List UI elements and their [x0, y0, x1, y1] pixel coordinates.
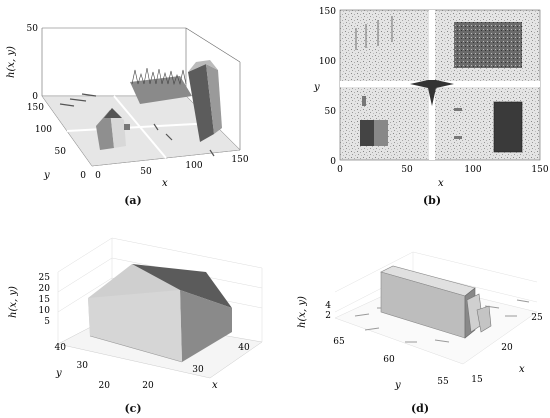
z-tick-label: 5 [44, 317, 50, 327]
y-tick-label: 50 [55, 147, 67, 157]
panel-d-z-ticks: 4 2 [325, 301, 331, 321]
panel-d-y-ticks: 65 60 55 [333, 337, 449, 387]
panel-d-xlabel: x [519, 364, 525, 375]
x-tick-label: 100 [185, 161, 202, 171]
y-tick-label: 150 [27, 103, 44, 113]
panel-c-x-ticks: 20 30 40 [142, 343, 250, 391]
y-tick-label: 0 [80, 171, 86, 181]
y-tick-label: 100 [319, 57, 336, 67]
x-tick-label: 100 [464, 165, 481, 175]
y-tick-label: 100 [35, 125, 52, 135]
panel-b-caption: (b) [422, 194, 442, 207]
panel-c-xlabel: x [212, 380, 218, 391]
panel-c-y-ticks: 40 30 20 [55, 343, 111, 391]
panel-b-ylabel: y [313, 82, 320, 93]
y-tick-label: 60 [383, 355, 395, 365]
z-tick-label: 2 [325, 311, 331, 321]
x-tick-label: 50 [401, 165, 413, 175]
y-tick-label: 55 [437, 377, 449, 387]
panel-a-caption: (a) [124, 194, 142, 207]
panel-d-building [380, 265, 492, 339]
panel-c-plot: 25 20 15 10 5 h(x, y) 40 30 20 y 20 30 4… [8, 237, 263, 391]
panel-d-plot: 4 2 h(x, y) 65 60 55 y 25 20 15 x [297, 251, 543, 391]
panel-a-zlabel: h(x, y) [6, 46, 17, 78]
panel-d-ylabel: y [394, 380, 401, 391]
panel-b-tower [493, 101, 523, 153]
panel-b-crossing [410, 80, 454, 106]
panel-a-y-ticks: 150 100 50 0 [27, 103, 86, 181]
z-tick-label: 25 [39, 273, 51, 283]
panel-b-xlabel: x [438, 178, 444, 189]
x-tick-label: 30 [192, 365, 204, 375]
panel-a-x-ticks: 0 50 100 150 [95, 155, 249, 181]
x-tick-label: 40 [238, 343, 250, 353]
z-tick-label: 4 [325, 301, 331, 311]
panel-b-x-ticks: 0 50 100 150 [337, 165, 549, 175]
panel-a-xlabel: x [162, 178, 168, 189]
panel-d-zlabel: h(x, y) [297, 296, 308, 328]
z-tick-label: 20 [39, 284, 51, 294]
panel-b-marks [355, 16, 393, 50]
panel-c-caption: (c) [124, 402, 142, 415]
panel-a-ylabel: y [43, 170, 50, 181]
x-tick-label: 50 [140, 167, 152, 177]
y-tick-label: 150 [319, 7, 336, 17]
panel-a-grass [130, 67, 192, 104]
z-tick-label: 10 [39, 306, 51, 316]
x-tick-label: 150 [231, 155, 248, 165]
panel-c-zlabel: h(x, y) [8, 286, 19, 318]
panel-a-objects [59, 93, 215, 157]
panel-a-plot: 0 50 h(x, y) 150 100 50 0 y 0 50 100 150… [6, 24, 249, 189]
y-tick-label: 50 [325, 107, 337, 117]
panel-c-house [88, 264, 232, 363]
z-tick-label: 0 [32, 92, 38, 102]
panel-b-y-ticks: 150 100 50 0 [319, 7, 336, 167]
y-tick-label: 65 [333, 337, 345, 347]
panel-c-z-ticks: 25 20 15 10 5 [39, 273, 51, 327]
y-tick-label: 0 [330, 157, 336, 167]
x-tick-label: 0 [95, 171, 101, 181]
panel-c-ylabel: y [55, 368, 62, 379]
panel-d-x-ticks: 25 20 15 [471, 313, 543, 385]
x-tick-label: 25 [531, 313, 543, 323]
y-tick-label: 40 [55, 343, 67, 353]
y-tick-label: 20 [99, 381, 111, 391]
panel-a-z-ticks: 0 50 [27, 24, 39, 102]
panel-a-tower [188, 60, 222, 142]
x-tick-label: 20 [501, 343, 513, 353]
panel-b-plot: 150 100 50 0 y 0 50 100 150 x [313, 7, 549, 189]
x-tick-label: 20 [142, 381, 154, 391]
z-tick-label: 15 [39, 295, 51, 305]
panel-d-caption: (d) [410, 402, 430, 415]
y-tick-label: 30 [77, 361, 89, 371]
panel-b-grass [454, 22, 522, 68]
z-tick-label: 50 [27, 24, 39, 34]
x-tick-label: 15 [471, 375, 483, 385]
x-tick-label: 0 [337, 165, 343, 175]
panel-a-house [96, 108, 130, 150]
x-tick-label: 150 [531, 165, 548, 175]
